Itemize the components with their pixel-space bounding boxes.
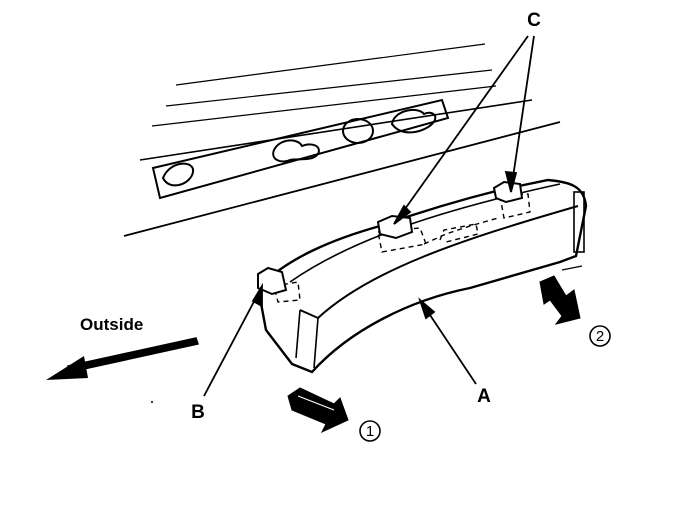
mounting-hole-left	[161, 162, 194, 187]
leader-c-left	[399, 35, 529, 217]
leader-b-arrowhead	[251, 282, 263, 308]
leader-c-right-arrowhead	[504, 170, 518, 193]
mounting-hole-round	[342, 118, 374, 144]
motion-arrow-1-body	[287, 387, 349, 434]
motion-arrow-1-highlight	[297, 395, 335, 411]
trim-body	[258, 178, 588, 374]
step-2-circle	[589, 325, 611, 347]
outside-arrow: Outside	[46, 315, 199, 380]
step-1-number: 1	[366, 423, 374, 440]
motion-arrow-2-body	[539, 275, 581, 325]
panel-line	[165, 69, 493, 107]
callout-b: B	[191, 402, 205, 423]
motion-arrow-2: 2	[539, 265, 611, 347]
outside-label: Outside	[80, 315, 143, 334]
leader-c-left-arrowhead	[393, 204, 412, 225]
trim-end-cap	[573, 191, 585, 253]
panel-line	[151, 85, 497, 127]
clip-b	[257, 266, 288, 296]
motion-arrow-1: 1	[287, 387, 381, 442]
leader-a-arrowhead	[418, 297, 436, 320]
clip-c-left	[376, 214, 414, 240]
leader-b	[203, 293, 259, 397]
callout-c: C	[527, 10, 541, 31]
stray-dot	[151, 401, 153, 403]
mounting-plate	[151, 98, 450, 200]
step-2-number: 2	[596, 328, 604, 345]
latch-hidden	[423, 217, 499, 245]
panel-edge	[139, 99, 533, 161]
body-panel	[123, 43, 561, 237]
outside-arrow-shaft	[67, 337, 199, 373]
motion-arrow-2-highlight	[561, 265, 583, 271]
door-handle-trim	[257, 178, 588, 374]
panel-line	[175, 43, 486, 86]
leader-a	[423, 305, 477, 385]
leader-c-right	[511, 35, 535, 185]
trim-front-face	[299, 205, 579, 320]
mounting-hole-center	[272, 139, 320, 163]
mounting-hole-right	[390, 108, 437, 134]
outside-arrowhead	[46, 356, 88, 380]
clip-c-right	[492, 180, 524, 204]
leader-lines	[203, 35, 535, 397]
mounting-plate-outline	[151, 98, 450, 200]
step-1-circle	[359, 420, 381, 442]
trim-lower-face	[295, 309, 319, 369]
callout-a: A	[477, 386, 491, 407]
panel-edge	[123, 121, 561, 237]
